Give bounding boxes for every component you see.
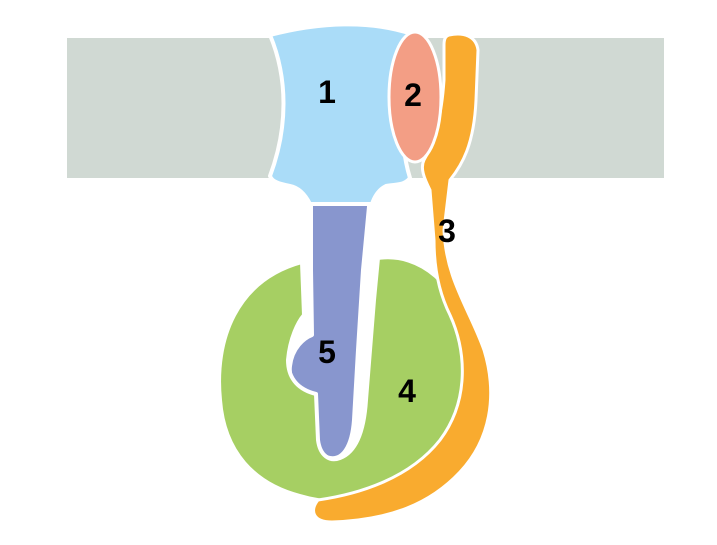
label-part-4: 4 <box>398 373 416 409</box>
part-3-strand <box>312 32 493 524</box>
label-part-2: 2 <box>404 77 422 113</box>
part-2-ellipse <box>387 30 443 164</box>
label-part-5: 5 <box>318 334 336 370</box>
label-part-3: 3 <box>438 213 456 249</box>
label-part-1: 1 <box>318 74 336 110</box>
